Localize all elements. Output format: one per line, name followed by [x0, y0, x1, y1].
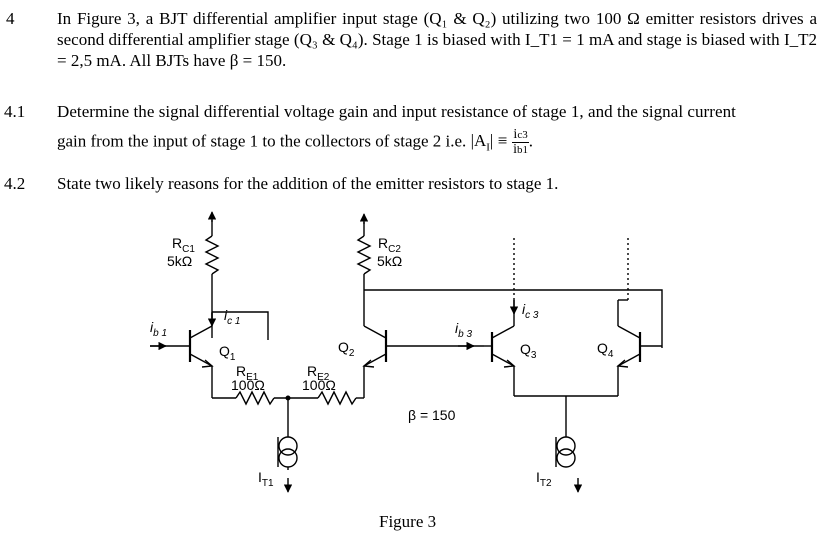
rc2-resistor — [356, 222, 372, 318]
question-number-4-1: 4.1 — [4, 102, 26, 121]
re2-label: RE2 — [307, 363, 330, 383]
fraction-numerator: ic3 — [512, 127, 529, 143]
beta-label: β = 150 — [408, 407, 456, 423]
question-number-4: 4 — [6, 9, 15, 28]
rc1-value: 5kΩ — [167, 253, 192, 269]
rc1-label: RC1 — [172, 235, 195, 255]
re2-value: 100Ω — [302, 377, 336, 393]
rc1-resistor — [204, 220, 220, 318]
ic1-label: ic 1 — [224, 307, 240, 327]
question-4-text: In Figure 3, a BJT differential amplifie… — [57, 9, 817, 70]
q3-transistor — [484, 300, 516, 396]
ic3-label: ic 3 — [522, 301, 539, 321]
fraction-period: . — [528, 131, 533, 151]
re2-resistor — [317, 390, 357, 406]
q3-label: Q3 — [520, 341, 537, 361]
figure-caption: Figure 3 — [379, 512, 436, 531]
question-4-1-line2: gain from the input of stage 1 to the co… — [57, 128, 817, 159]
ib1-label: ib 1 — [150, 319, 167, 339]
question-4-1-line2-text: gain from the input of stage 1 to the co… — [57, 131, 467, 151]
re1-label: RE1 — [236, 363, 259, 383]
q4-transistor — [616, 300, 662, 396]
rc2-label: RC2 — [378, 235, 401, 255]
re1-value: 100Ω — [231, 377, 265, 393]
q4-label: Q4 — [597, 340, 614, 360]
q2-transistor — [362, 318, 430, 398]
wire-c1-to-q4-base — [212, 311, 269, 340]
it1-current-source — [277, 428, 298, 470]
question-4-2-text: State two likely reasons for the additio… — [57, 174, 559, 193]
it2-label: IT2 — [536, 469, 552, 489]
it2-current-source — [555, 428, 576, 468]
question-number-4-2: 4.2 — [4, 174, 26, 193]
ib3-label: ib 3 — [455, 320, 472, 340]
current-gain-fraction: ic3 ib1 — [512, 127, 529, 157]
re1-resistor — [235, 390, 275, 406]
q2-label: Q2 — [338, 339, 355, 359]
wire-c2-to-q4 — [364, 289, 663, 348]
it1-label: IT1 — [258, 469, 274, 489]
q1-label: Q1 — [219, 343, 236, 363]
question-4-1-line1: Determine the signal differential voltag… — [57, 102, 736, 121]
current-gain-lhs: |AI| ≡ — [470, 131, 508, 154]
rc2-value: 5kΩ — [377, 253, 402, 269]
fraction-denominator: ib1 — [513, 142, 528, 157]
